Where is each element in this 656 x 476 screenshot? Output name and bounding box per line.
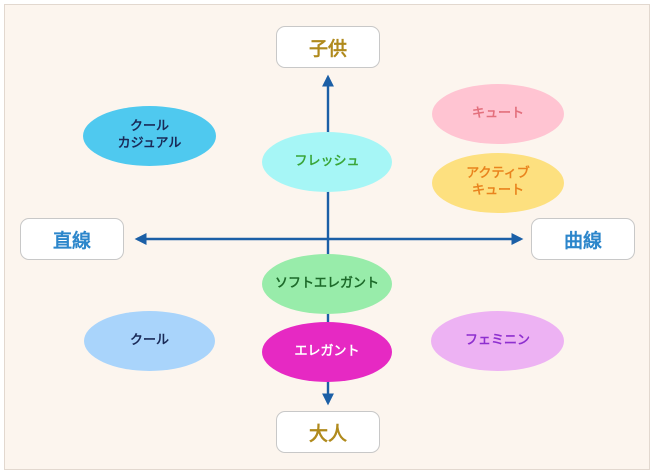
style-active-cute: アクティブ キュート [432, 153, 564, 213]
axis-label-bottom: 大人 [276, 411, 380, 453]
style-soft-elegant: ソフトエレガント [262, 254, 392, 314]
style-fresh: フレッシュ [262, 132, 392, 192]
style-cool-casual: クール カジュアル [83, 106, 216, 166]
axis-label-right: 曲線 [531, 218, 635, 260]
style-feminine: フェミニン [431, 311, 564, 371]
style-cool: クール [84, 311, 215, 371]
style-elegant: エレガント [262, 322, 392, 382]
axis-label-top: 子供 [276, 26, 380, 68]
axis-label-left: 直線 [20, 218, 124, 260]
style-cute: キュート [432, 84, 564, 144]
